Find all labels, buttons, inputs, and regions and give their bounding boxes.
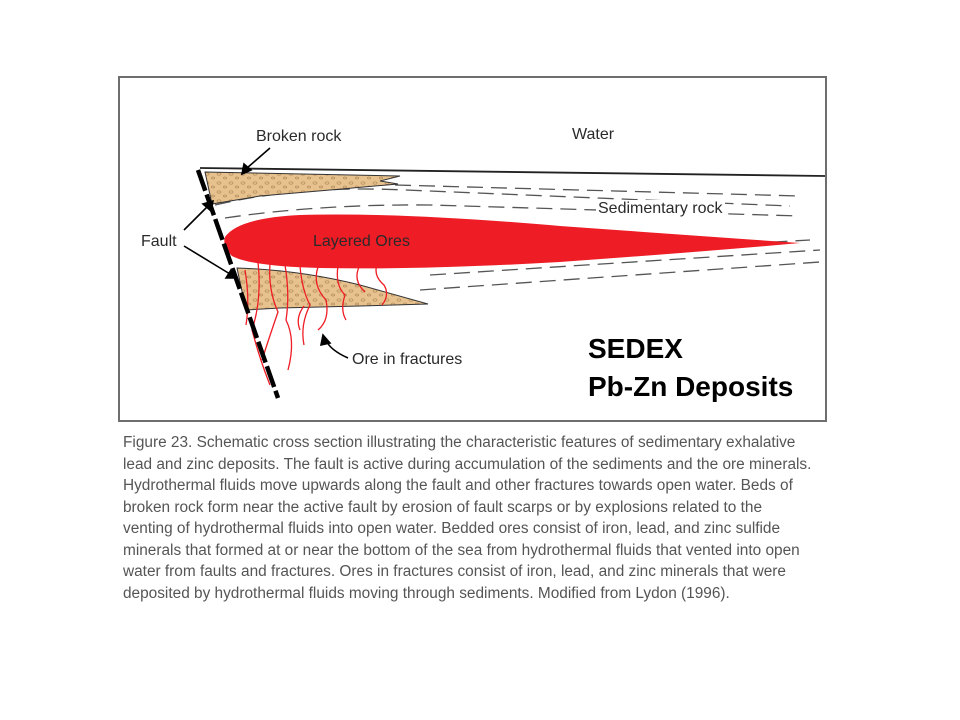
fault-label: Fault: [141, 233, 177, 250]
title-sedex: SEDEX: [588, 333, 683, 364]
title-deposits: Pb-Zn Deposits: [588, 371, 794, 402]
leader-arrows: [183, 147, 349, 359]
layered-ores-label: Layered Ores: [313, 233, 410, 250]
cross-section-diagram: [183, 147, 825, 399]
ore-fractures: [244, 261, 388, 386]
ore-in-fractures-label: Ore in fractures: [352, 351, 463, 368]
water-label: Water: [572, 126, 615, 143]
broken-rock-label: Broken rock: [256, 128, 342, 145]
sedimentary-rock-label: Sedimentary rock: [596, 200, 725, 218]
title-block: SEDEX Pb-Zn Deposits: [588, 330, 793, 406]
layered-ores-lens: [224, 214, 801, 269]
figure-frame: Broken rock Water Sedimentary rock Fault…: [118, 76, 827, 422]
sea-floor-line: [199, 167, 825, 177]
figure-caption: Figure 23. Schematic cross section illus…: [123, 434, 812, 602]
upper-broken-rock: [204, 171, 401, 205]
lower-broken-rock: [236, 267, 429, 311]
